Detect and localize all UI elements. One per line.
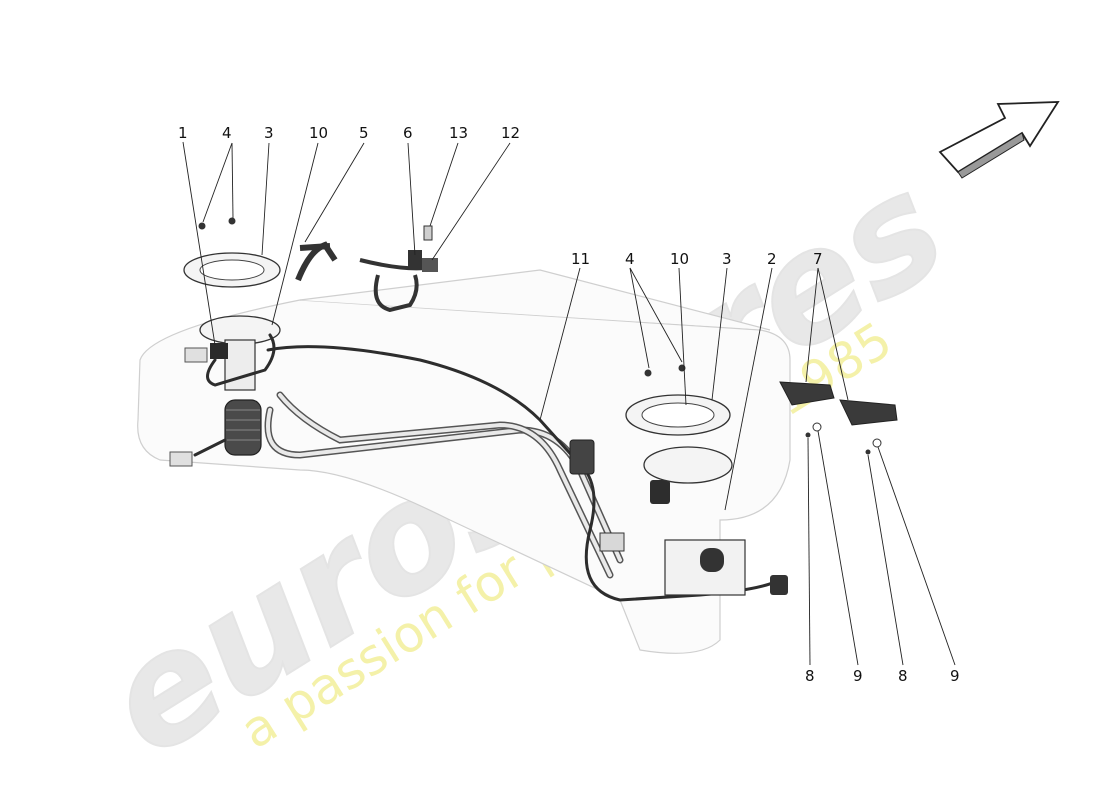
callout-label: 8 (805, 667, 815, 685)
callout-label: 4 (222, 124, 232, 142)
callout-label: 7 (813, 250, 823, 268)
leader-lines (182, 141, 956, 666)
callout-label: 10 (670, 250, 689, 268)
callout-label: 13 (449, 124, 468, 142)
callout-label: 9 (853, 667, 863, 685)
right-fuel-pump-assembly (625, 364, 788, 596)
callout-label: 2 (767, 250, 777, 268)
callout-label: 12 (501, 124, 520, 142)
callout-label: 3 (264, 124, 274, 142)
direction-arrow-icon (938, 101, 1060, 179)
callout-labels: 1 4 3 10 5 6 13 12 11 4 10 3 2 7 8 9 8 9 (178, 124, 960, 685)
connector-block (569, 439, 595, 475)
left-pump-filter (224, 399, 262, 456)
callout-label: 4 (625, 250, 635, 268)
callout-label: 10 (309, 124, 328, 142)
callout-label: 11 (571, 250, 590, 268)
callout-label: 1 (178, 124, 188, 142)
connector-plug (650, 480, 670, 504)
right-pump-top-flange (643, 446, 733, 484)
brackets-part-7 (779, 381, 898, 455)
left-fuel-pump-assembly (169, 217, 281, 467)
callout-label: 3 (722, 250, 732, 268)
callout-label: 6 (403, 124, 413, 142)
callout-label: 5 (359, 124, 369, 142)
callout-label: 9 (950, 667, 960, 685)
left-pump-connector (210, 343, 228, 359)
hose-parts-top (295, 225, 438, 313)
callout-label: 8 (898, 667, 908, 685)
